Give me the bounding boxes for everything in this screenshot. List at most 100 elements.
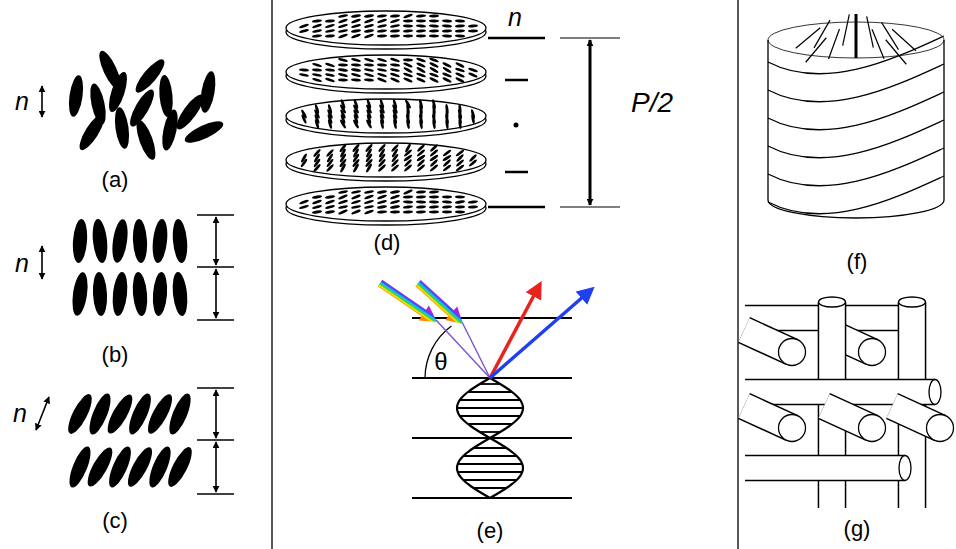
molecule: [301, 114, 308, 124]
divider: [737, 0, 739, 549]
rod-edge: [745, 455, 905, 482]
molecule: [455, 76, 465, 83]
molecule: [458, 119, 462, 129]
cholesteric-panel: [286, 11, 620, 225]
molecule: [390, 63, 400, 67]
molecule: [393, 119, 398, 129]
layer-disk: [286, 187, 486, 221]
molecule: [403, 200, 413, 203]
molecule: [312, 199, 322, 205]
molecule: [429, 20, 439, 23]
molecule: [442, 24, 452, 28]
molecule: [377, 63, 387, 67]
molecule: [113, 106, 132, 149]
molecule: [468, 72, 478, 79]
molecule: [403, 195, 413, 198]
molecule: [455, 72, 465, 78]
molecule: [403, 20, 413, 23]
blue-phase-panel: [744, 297, 954, 508]
panel-label: (f): [847, 251, 868, 273]
cylinder-panel: [768, 14, 944, 218]
molecule: [364, 33, 374, 39]
angle-arc: [425, 326, 451, 378]
molecule: [377, 24, 387, 29]
molecule: [312, 62, 322, 68]
molecule: [429, 72, 439, 78]
layer-tick: [197, 214, 234, 215]
helix-rung: [458, 463, 523, 465]
molecule: [338, 29, 348, 34]
layer-disk: [286, 11, 486, 45]
molecule: [416, 14, 426, 18]
rod-end: [779, 339, 806, 366]
molecule: [429, 66, 439, 74]
molecule: [442, 196, 452, 199]
molecule: [338, 209, 348, 215]
molecule: [403, 154, 413, 162]
molecule: [364, 29, 374, 33]
molecule: [377, 77, 387, 83]
molecule: [455, 19, 465, 22]
molecule: [364, 199, 374, 204]
helix-rung: [468, 423, 512, 425]
molecule: [416, 205, 426, 209]
layer-disk: [286, 55, 486, 89]
molecule: [364, 190, 374, 195]
molecule: [325, 77, 335, 83]
director-stick: [886, 40, 907, 65]
molecule: [377, 72, 387, 78]
molecule: [403, 164, 412, 173]
molecule: [455, 205, 465, 208]
molecule: [364, 194, 374, 200]
molecule: [171, 271, 190, 316]
molecule: [132, 219, 148, 264]
molecule: [403, 77, 413, 84]
molecule: [403, 35, 413, 38]
director-dot: [514, 123, 519, 128]
layer-line: [412, 317, 572, 319]
molecule: [442, 200, 452, 204]
molecule: [299, 204, 309, 209]
molecule: [325, 199, 335, 205]
molecule: [299, 199, 309, 205]
molecule: [325, 62, 335, 68]
molecule: [442, 211, 452, 214]
director-stick: [855, 14, 858, 58]
molecule: [468, 30, 478, 33]
molecule: [327, 119, 333, 129]
molecule: [325, 73, 335, 78]
molecule: [442, 76, 452, 83]
molecule: [351, 190, 361, 195]
molecule: [403, 72, 413, 78]
molecule: [403, 66, 413, 73]
molecule: [390, 18, 400, 24]
rod-end: [899, 297, 926, 307]
molecule: [364, 57, 374, 62]
smectic-c-panel: [36, 388, 234, 494]
molecule: [365, 163, 373, 173]
molecule: [351, 14, 361, 18]
molecule: [429, 35, 439, 38]
molecule: [364, 23, 374, 28]
molecule: [455, 200, 465, 204]
panel-label: (a): [102, 169, 129, 191]
molecule: [442, 66, 452, 74]
rod-end: [819, 297, 846, 307]
molecule: [390, 199, 400, 204]
molecule: [351, 29, 361, 33]
molecule: [364, 63, 374, 67]
molecule: [468, 200, 478, 204]
molecule: [325, 23, 335, 29]
director-arrow: [41, 86, 43, 117]
molecule: [351, 63, 361, 67]
helix-rung: [474, 487, 507, 489]
layer-spacing-arrow: [215, 217, 217, 265]
molecule: [365, 119, 372, 129]
molecule: [299, 28, 309, 33]
director-arrow: [36, 397, 49, 430]
molecule: [377, 190, 387, 194]
molecule: [429, 77, 439, 84]
panel-label: (b): [102, 344, 129, 366]
director-mark: [505, 171, 528, 174]
pitch-tick: [560, 37, 620, 38]
